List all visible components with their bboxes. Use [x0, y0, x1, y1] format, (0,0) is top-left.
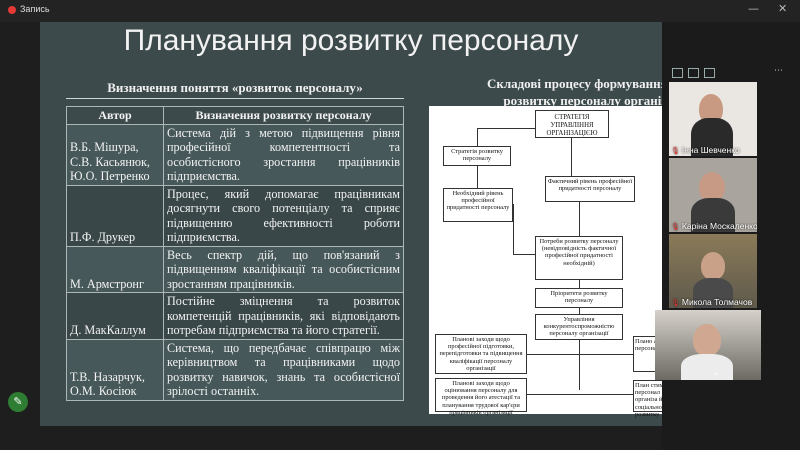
diagram-box-actual-level: Фактичний рівень професійної придатності…	[545, 176, 635, 202]
table-row: Д. МакКаллум Постійне зміцнення та розви…	[66, 292, 404, 340]
record-icon	[8, 6, 16, 14]
participant-face	[693, 324, 721, 356]
definition-cell: Система дій з метою підвищення рівня про…	[163, 123, 404, 186]
diagram-connector	[513, 254, 535, 255]
diagram-connector	[477, 166, 478, 188]
diagram-connector	[527, 394, 633, 395]
column-header-definition: Визначення розвитку персоналу	[163, 106, 404, 125]
participant-body	[693, 278, 733, 308]
diagram-box-priorities: Пріоритети розвитку персоналу	[535, 288, 623, 308]
author-cell: Д. МакКаллум	[66, 292, 164, 340]
recording-label: Запись	[20, 4, 50, 14]
muted-microphone-icon: 🎙	[671, 300, 680, 307]
minimize-button[interactable]: —	[748, 2, 759, 15]
definitions-table: Автор Визначення розвитку персоналу В.Б.…	[66, 106, 404, 401]
participant-body	[691, 118, 733, 156]
diagram-connector	[579, 280, 580, 288]
participant-name: 🎙Каріна Москаленко	[671, 221, 757, 231]
author-cell: Т.В. Назарчук, О.М. Косіюк	[66, 338, 164, 401]
more-options-icon[interactable]: ⋯	[774, 66, 783, 76]
participant-face	[701, 252, 725, 280]
process-diagram: СТРАТЕГІЯ УПРАВЛІННЯ ОРГАНІЗАЦІЄЮ Страте…	[429, 106, 662, 418]
diagram-box-competitiveness: Управління конкурентоспроможністю персон…	[535, 314, 623, 340]
shared-slide: Планування розвитку персоналу Визначення…	[40, 22, 662, 426]
definition-cell: Весь спектр дій, що пов'язаний з підвище…	[163, 245, 404, 293]
definition-cell: Система, що передбачає співпрацю між кер…	[163, 338, 404, 401]
diagram-heading-line-1: Складові процесу формування ст	[486, 76, 662, 91]
participant-tile[interactable]: 🎙Каріна Москаленко	[669, 158, 757, 232]
participant-body	[681, 354, 733, 380]
diagram-box-evaluation: Планові заходи щодо оцінювання персоналу…	[435, 378, 527, 416]
definition-cell: Процес, який допомагає працівникам досяг…	[163, 184, 404, 247]
diagram-heading: Складові процесу формування ст розвитку …	[435, 75, 662, 109]
participant-body	[691, 198, 735, 232]
view-split-icon[interactable]	[688, 68, 699, 78]
diagram-box-stimulation: План стиму персонал організа його соціал…	[633, 380, 662, 418]
diagram-connector	[513, 204, 514, 254]
muted-microphone-icon: 🎙	[671, 224, 680, 231]
diagram-connector	[579, 308, 580, 314]
slide-title: Планування розвитку персоналу	[123, 24, 579, 57]
diagram-box-strategy: СТРАТЕГІЯ УПРАВЛІННЯ ОРГАНІЗАЦІЄЮ	[535, 110, 609, 138]
view-speaker-icon[interactable]	[672, 68, 683, 78]
definitions-heading: Визначення поняття «розвиток персоналу»	[107, 80, 363, 95]
pencil-icon: ✎	[13, 395, 23, 408]
table-row: В.Б. Мішура, С.В. Касьянюк, Ю.О. Петренк…	[66, 123, 404, 186]
diagram-box-needs: Потреби розвитку персоналу (невідповідні…	[535, 236, 623, 280]
view-grid-icon[interactable]	[704, 68, 715, 78]
diagram-box-personnel-strategy: Стратегія розвитку персоналу	[443, 146, 511, 166]
close-button[interactable]: ✕	[778, 2, 788, 15]
diagram-box-training: Планові заходи щодо професійної підготов…	[435, 334, 527, 374]
participant-tile[interactable]: 🎙Інна Шевченко	[669, 82, 757, 156]
edit-button[interactable]: ✎	[8, 392, 28, 412]
participant-name: 🎙Інна Шевченко	[671, 145, 740, 155]
table-row: М. Армстронг Весь спектр дій, що пов'яза…	[66, 245, 404, 293]
table-row: П.Ф. Друкер Процес, який допомагає праці…	[66, 184, 404, 247]
author-cell: М. Армстронг	[66, 245, 164, 293]
diagram-box-required-level: Необхідний рівень професійної придатност…	[443, 188, 513, 222]
diagram-connector	[579, 202, 580, 236]
author-cell: П.Ф. Друкер	[66, 184, 164, 247]
participant-tile-active[interactable]	[655, 310, 761, 380]
diagram-connector	[477, 128, 478, 146]
participant-tile[interactable]: 🎙Микола Толмачов	[669, 234, 757, 308]
author-cell: В.Б. Мішура, С.В. Касьянюк, Ю.О. Петренк…	[66, 123, 164, 186]
participant-face	[699, 172, 725, 202]
diagram-connector	[579, 340, 580, 390]
diagram-connector	[527, 354, 633, 355]
column-header-author: Автор	[66, 106, 164, 125]
diagram-connector	[571, 138, 572, 176]
diagram-connector	[477, 128, 535, 129]
table-row: Т.В. Назарчук, О.М. Косіюк Система, що п…	[66, 338, 404, 401]
muted-microphone-icon: 🎙	[671, 148, 680, 155]
diagram-heading-line-2: розвитку персоналу організ	[503, 93, 662, 108]
divider	[66, 98, 404, 99]
chevron-down-icon[interactable]: ⌄	[712, 368, 720, 378]
definition-cell: Постійне зміцнення та розвиток компетенц…	[163, 292, 404, 340]
participant-name: 🎙Микола Толмачов	[671, 297, 753, 307]
app-top-bar: Запись — ✕	[0, 0, 800, 22]
